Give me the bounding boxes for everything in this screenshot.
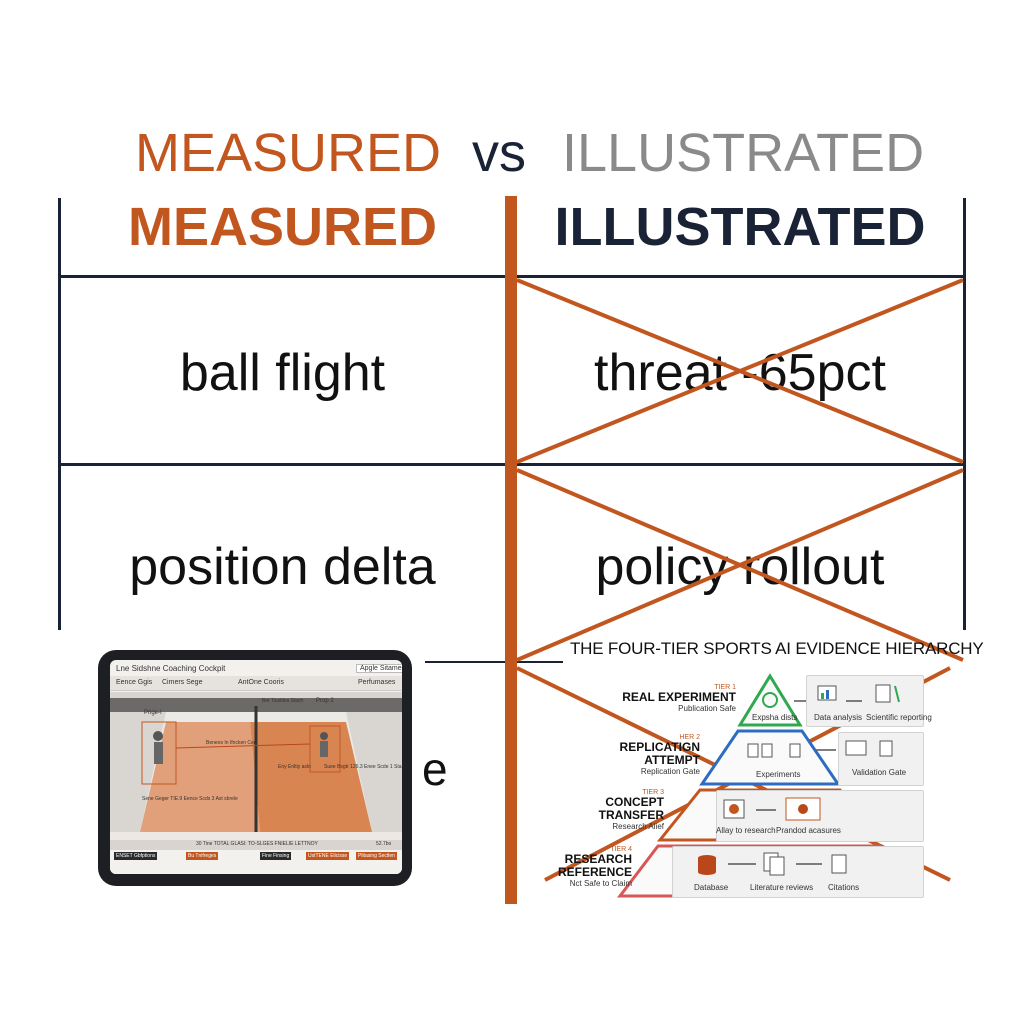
tier2-item: Validation Gate: [852, 768, 907, 777]
tier4-item: Literature reviews: [750, 883, 814, 892]
top-button[interactable]: Apgle Sitame: [356, 664, 402, 673]
column-header-illustrated: ILLUSTRATED: [554, 197, 926, 257]
tier4-box: [672, 846, 924, 898]
tier3-sub: Research Alief: [612, 822, 664, 831]
monitor-icon: [845, 740, 893, 757]
bottom-chip[interactable]: ENSET Gbfptions: [114, 852, 158, 860]
report-icon: [875, 684, 900, 703]
tier3-item: Allay to research: [716, 826, 776, 835]
tier4-item: Database: [694, 883, 729, 892]
pyramid-title: THE FOUR-TIER SPORTS AI EVIDENCE HIERARC…: [570, 639, 984, 658]
annotation: Beneos In Ifncken Cen: [206, 740, 257, 746]
annotation: Sene Geger TIE.9 Eence Scds 3 Ast sbrele: [142, 796, 238, 802]
tier2-item: Experiments: [756, 770, 801, 779]
toolbar-item[interactable]: Perfumases: [358, 679, 396, 686]
toolbar-item[interactable]: AntOne Cooris: [238, 679, 284, 686]
summary-bar: 30 Tine TOTAL GLASI: TO-SLGES FNIELIE LE…: [110, 840, 402, 850]
document-icon: [747, 743, 801, 758]
app-title: Lne Sidshne Coaching Cockpit: [116, 664, 226, 673]
summary-text: 30 Tine TOTAL GLASI: TO-SLGES FNIELIE LE…: [196, 841, 318, 847]
summary-value: 52.7bo: [376, 841, 392, 847]
title-vs: vs: [472, 123, 526, 183]
comparison-title: MEASURED vs ILLUSTRATED: [0, 122, 1024, 186]
player2-label: Prop 2: [316, 698, 334, 704]
tablet-screen: Lne Sidshne Coaching Cockpit Apgle Sitam…: [110, 660, 402, 874]
table-bottom-line: [425, 661, 563, 663]
tier4-name: RESEARCH REFERENCE: [558, 852, 633, 879]
arrow-icon: [728, 700, 862, 865]
tier1-label: TIER 1 REAL EXPERIMENT Publication Safe: [612, 684, 736, 713]
database-icon: [698, 855, 716, 875]
papers-icon: [763, 852, 785, 876]
tier1-item: Data analysis: [814, 713, 863, 722]
tier1-sub: Publication Safe: [678, 704, 736, 713]
tier2-label: HER 2 REPLICATIGN ATTEMPT Replication Ga…: [596, 734, 700, 776]
tier1-name: REAL EXPERIMENT: [622, 690, 736, 704]
tier4-label: TIER 4 RESEARCH REFERENCE Nct Safe to Cl…: [558, 846, 632, 888]
court-graphic: [110, 692, 402, 832]
tier1-number: TIER 1: [714, 684, 736, 691]
toolbar: Eence Ggis Cimers Sege AntOne Cooris Per…: [110, 676, 402, 691]
tier2-sub: Replication Gate: [640, 767, 700, 776]
table-left-border: [58, 198, 61, 630]
bottom-chip[interactable]: UstTENE Elicisse: [306, 852, 350, 860]
annotation: Suee Bsgtr 126.3 Enee Scde 1 Sta: [324, 764, 402, 770]
tier4-number: TIER 4: [610, 846, 632, 853]
bottom-chip[interactable]: Fine Finsing: [260, 852, 292, 860]
bottom-chip[interactable]: Bu Tnifreges: [186, 852, 219, 860]
table-right-border: [963, 198, 966, 630]
player1-label: Prige-I: [144, 710, 162, 716]
title-illustrated: ILLUSTRATED: [562, 123, 925, 183]
title-measured: MEASURED: [135, 123, 442, 183]
figure-icon: [785, 797, 821, 821]
tier1-item: Scientific reporting: [866, 713, 932, 722]
annotation: Eny Enltiy aslo: [278, 764, 311, 770]
tier3-name: CONCEPT TRANSFER: [598, 795, 664, 822]
tier1-item: Expsha dists: [752, 713, 798, 722]
citation-icon: [831, 854, 847, 874]
tier4-sub: Nct Safe to Claim: [569, 879, 632, 888]
tier4-item: Citations: [828, 883, 860, 892]
toolbar-item[interactable]: Eence Ggis: [116, 679, 153, 686]
cell-measured-position-delta: position delta: [129, 538, 436, 596]
column-divider: [505, 196, 517, 904]
idea-icon: [723, 799, 745, 819]
tier1-box: [806, 675, 924, 727]
cell-measured-ball-flight: ball flight: [179, 344, 386, 402]
toolbar-item[interactable]: Cimers Sege: [162, 679, 203, 686]
experiment-icon: [762, 692, 778, 708]
tier3-item: Prandod acasures: [776, 826, 841, 835]
tier2-name: REPLICATIGN ATTEMPT: [619, 740, 700, 767]
chip-row: ENSET Gbfptions Bu Tnifreges Fine Finsin…: [110, 850, 402, 874]
cell-partial-text: e: [422, 743, 448, 795]
annotation: Bet Tiusbles Slach: [262, 698, 304, 704]
chart-icon: [817, 685, 837, 701]
bottom-chip[interactable]: Plitasing Sectlen: [356, 852, 397, 860]
tier2-number: HER 2: [679, 734, 700, 741]
tier3-number: TIER 3: [642, 789, 664, 796]
tier3-label: TIER 3 CONCEPT TRANSFER Research Alief: [588, 789, 664, 831]
column-header-measured: MEASURED: [127, 197, 438, 257]
